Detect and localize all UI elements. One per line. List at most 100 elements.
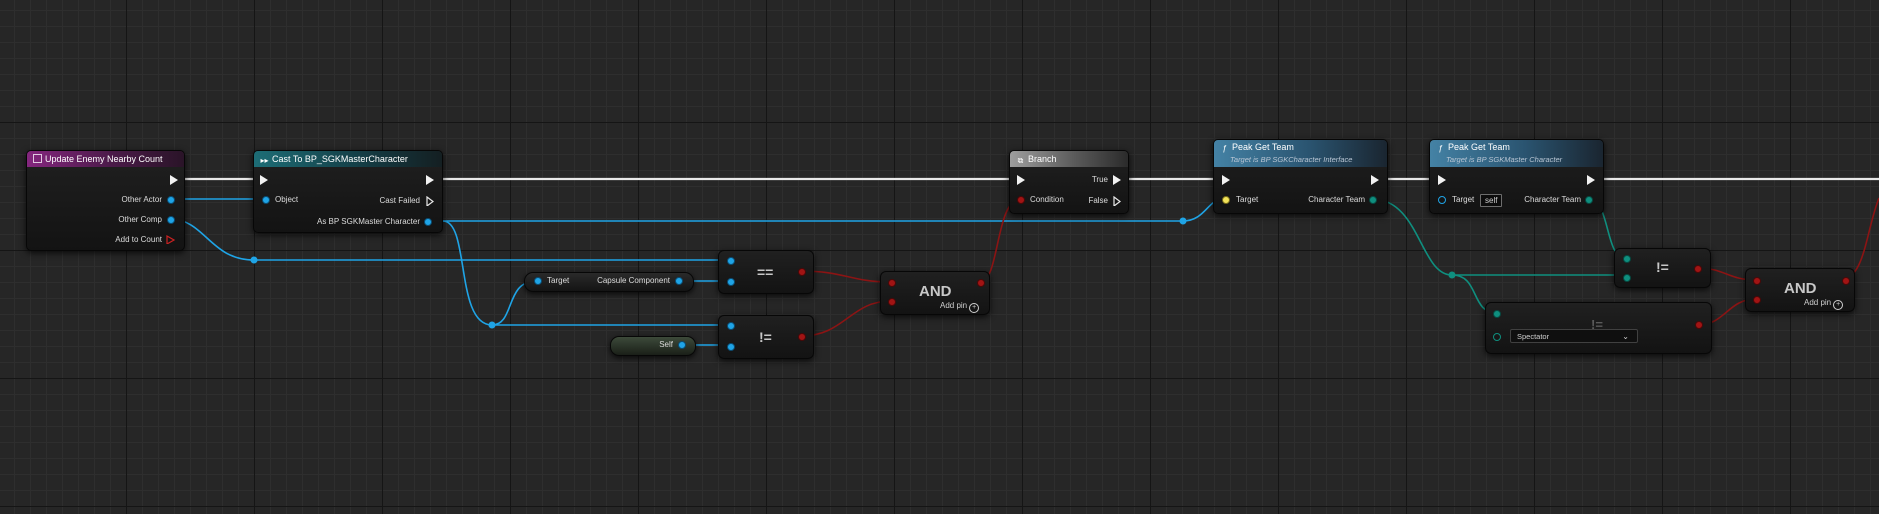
- bool-wire: [800, 300, 892, 337]
- result-pin[interactable]: [1694, 265, 1702, 273]
- add-pin-button[interactable]: Add pin+: [940, 301, 980, 313]
- pin-label-character-team: Character Team: [1308, 195, 1365, 204]
- not-equal-input-b-pin[interactable]: [727, 343, 735, 351]
- add-pin-button[interactable]: Add pin+: [1804, 298, 1844, 310]
- input-b-pin[interactable]: [1623, 274, 1631, 282]
- reroute-knot: [1448, 271, 1456, 279]
- exec-in-pin[interactable]: [260, 175, 268, 185]
- not-equal-operator: !=: [1591, 317, 1603, 332]
- equal-node[interactable]: ==: [718, 250, 814, 294]
- exec-out-pin[interactable]: [170, 175, 178, 185]
- equal-input-b-pin[interactable]: [727, 278, 735, 286]
- not-equal-input-a-pin[interactable]: [727, 322, 735, 330]
- not-equal-result-pin[interactable]: [798, 333, 806, 341]
- exec-in-pin[interactable]: [1438, 175, 1446, 185]
- self-reference-node[interactable]: Self: [610, 336, 696, 356]
- not-equal-spectator-node[interactable]: != Spectator ⌄: [1485, 302, 1712, 354]
- reroute-knot: [488, 321, 496, 329]
- cast-failed-pin[interactable]: [426, 196, 434, 206]
- pin-label-true: True: [1091, 175, 1108, 184]
- pin-label-add-to-count: Add to Count: [115, 235, 162, 244]
- pin-label-condition: Condition: [1030, 195, 1064, 204]
- node-subtitle: Target is BP SGKMaster Character: [1446, 155, 1563, 164]
- pin-label-cast-failed: Cast Failed: [379, 196, 420, 205]
- not-equal-node[interactable]: !=: [718, 315, 814, 359]
- team-enum-dropdown[interactable]: Spectator ⌄: [1510, 329, 1638, 343]
- object-pin[interactable]: [262, 196, 270, 204]
- target-pin[interactable]: [1438, 196, 1446, 204]
- other-actor-pin[interactable]: [167, 196, 175, 204]
- node-header: ⧉Branch: [1010, 151, 1128, 167]
- target-pin[interactable]: [534, 277, 542, 285]
- other-comp-pin[interactable]: [167, 216, 175, 224]
- cast-node[interactable]: ▸▸Cast To BP_SGKMasterCharacter Object C…: [253, 150, 443, 233]
- equal-input-a-pin[interactable]: [727, 257, 735, 265]
- pin-label-target: Target: [547, 276, 570, 285]
- object-wire: [442, 220, 493, 326]
- and-result-pin[interactable]: [1842, 277, 1850, 285]
- pin-label-target: Target: [1452, 195, 1475, 204]
- and-input-b-pin[interactable]: [1753, 296, 1761, 304]
- equal-result-pin[interactable]: [798, 268, 806, 276]
- and-title: AND: [919, 283, 952, 300]
- exec-in-pin[interactable]: [1017, 175, 1025, 185]
- input-b-pin[interactable]: [1493, 333, 1501, 341]
- pin-label-as-bp: As BP SGKMaster Character: [317, 217, 420, 226]
- chevron-down-icon: ⌄: [1622, 332, 1629, 341]
- capsule-component-getter[interactable]: Target Capsule Component: [524, 272, 694, 292]
- equal-operator: ==: [757, 264, 774, 280]
- node-title: Cast To BP_SGKMasterCharacter: [272, 154, 408, 164]
- pin-label-other-comp: Other Comp: [118, 215, 162, 224]
- plus-icon: +: [1833, 300, 1844, 310]
- pin-label-target: Target: [1236, 195, 1259, 204]
- branch-node[interactable]: ⧉Branch True Condition False: [1009, 150, 1129, 214]
- result-pin[interactable]: [1695, 321, 1703, 329]
- and-input-a-pin[interactable]: [888, 279, 896, 287]
- cast-icon: ▸▸: [260, 156, 269, 165]
- and-result-pin[interactable]: [977, 279, 985, 287]
- pin-label-false: False: [1088, 196, 1108, 205]
- not-equal-operator: !=: [1656, 259, 1669, 275]
- input-a-pin[interactable]: [1623, 255, 1631, 263]
- and-node-right[interactable]: AND Add pin+: [1745, 268, 1855, 312]
- not-equal-enum-node[interactable]: !=: [1614, 248, 1711, 288]
- node-title: Peak Get Team: [1448, 142, 1510, 152]
- capsule-component-pin[interactable]: [675, 277, 683, 285]
- self-pin[interactable]: [678, 341, 686, 349]
- character-team-pin[interactable]: [1585, 196, 1593, 204]
- exec-out-pin[interactable]: [426, 175, 434, 185]
- and-node-left[interactable]: AND Add pin+: [880, 271, 990, 315]
- and-input-a-pin[interactable]: [1753, 277, 1761, 285]
- exec-in-pin[interactable]: [1222, 175, 1230, 185]
- target-value-field[interactable]: self: [1480, 194, 1503, 207]
- true-exec-pin[interactable]: [1113, 175, 1121, 185]
- false-exec-pin[interactable]: [1113, 196, 1121, 206]
- node-title: Update Enemy Nearby Count: [45, 154, 163, 164]
- as-bp-master-character-pin[interactable]: [424, 218, 432, 226]
- add-to-count-pin[interactable]: [166, 235, 175, 244]
- plus-icon: +: [969, 303, 980, 313]
- exec-out-pin[interactable]: [1371, 175, 1379, 185]
- and-input-b-pin[interactable]: [888, 298, 896, 306]
- input-a-pin[interactable]: [1493, 310, 1501, 318]
- event-node-update-enemy-nearby-count[interactable]: Update Enemy Nearby Count Other Actor Ot…: [26, 150, 185, 251]
- exec-out-pin[interactable]: [1587, 175, 1595, 185]
- add-pin-label: Add pin: [940, 301, 968, 310]
- node-subtitle: Target is BP SGKCharacter Interface: [1230, 155, 1353, 164]
- function-icon: ƒ: [1222, 144, 1227, 153]
- reroute-knot: [1179, 217, 1187, 225]
- target-pin[interactable]: [1222, 196, 1230, 204]
- pin-label-character-team: Character Team: [1524, 195, 1581, 204]
- self-label: Self: [659, 340, 673, 349]
- condition-pin[interactable]: [1017, 196, 1025, 204]
- node-header: Update Enemy Nearby Count: [27, 151, 184, 167]
- node-title: Branch: [1028, 154, 1057, 164]
- reroute-knot: [250, 256, 258, 264]
- pin-label-other-actor: Other Actor: [121, 195, 162, 204]
- and-title: AND: [1784, 280, 1817, 297]
- character-team-pin[interactable]: [1369, 196, 1377, 204]
